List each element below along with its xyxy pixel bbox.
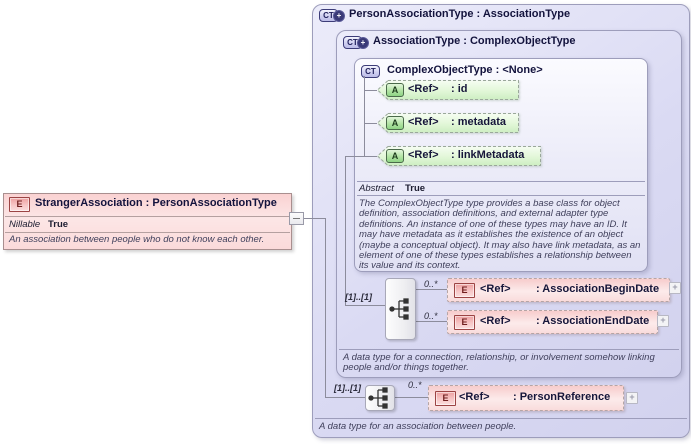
collapse-toggle[interactable] (289, 212, 304, 225)
element-icon: E (435, 391, 456, 406)
abstract-label: Abstract (359, 183, 394, 194)
element-ref-association-begin-date[interactable]: E <Ref> : AssociationBeginDate (447, 278, 670, 302)
element-name: : AssociationBeginDate (536, 283, 660, 295)
divider (5, 232, 290, 233)
nillable-label: Nillable (9, 219, 41, 230)
attribute-icon: A (386, 116, 404, 130)
attribute-name: : metadata (451, 116, 507, 128)
multiplicity-label: [1]..[1] (334, 383, 361, 393)
sequence-glyph-icon (368, 387, 388, 409)
ct-plus-icon: CT + (319, 9, 345, 22)
expand-button[interactable]: + (657, 315, 669, 327)
element-icon: E (9, 197, 30, 212)
expand-button[interactable]: + (626, 392, 638, 404)
element-icon: E (454, 315, 475, 330)
ct-icon-label: CT (323, 11, 334, 20)
sequence-icon[interactable] (385, 278, 416, 340)
stranger-association-title: StrangerAssociation : PersonAssociationT… (35, 197, 277, 209)
attribute-icon: A (386, 149, 404, 163)
attribute-ref: <Ref> (408, 83, 439, 95)
element-name: : AssociationEndDate (536, 315, 650, 327)
attribute-ref: <Ref> (408, 116, 439, 128)
attribute-ref: <Ref> (408, 149, 439, 161)
attribute-shape (377, 113, 519, 133)
cot-annotation: The ComplexObjectType type provides a ba… (359, 198, 641, 272)
nillable-value: True (48, 219, 69, 230)
plus-circle-icon: + (333, 10, 345, 22)
divider (5, 216, 290, 217)
divider (315, 418, 687, 419)
assoc-box-annotation: A data type for a connection, relationsh… (343, 352, 655, 374)
attribute-ref-metadata[interactable]: A <Ref> : metadata (377, 113, 519, 133)
attribute-name: : linkMetadata (451, 149, 525, 161)
element-ref-association-end-date[interactable]: E <Ref> : AssociationEndDate (447, 310, 658, 334)
abstract-value: True (405, 183, 426, 194)
minus-icon (293, 218, 300, 219)
divider (357, 195, 645, 196)
attribute-icon: A (386, 83, 404, 97)
ct-icon: CT (361, 65, 380, 78)
attribute-name: : id (451, 83, 468, 95)
divider (339, 349, 679, 350)
divider (357, 181, 645, 182)
assoc-box-title: AssociationType : ComplexObjectType (373, 35, 576, 47)
element-ref: <Ref> (480, 283, 511, 295)
occurs-label: 0..* (424, 279, 438, 289)
ct-icon-label: CT (365, 67, 376, 76)
element-icon: E (454, 283, 475, 298)
occurs-label: 0..* (408, 380, 422, 390)
outer-box-annotation: A data type for an association between p… (319, 421, 517, 432)
element-ref: <Ref> (480, 315, 511, 327)
cot-box-title: ComplexObjectType : <None> (387, 64, 543, 76)
attribute-shape (377, 146, 541, 166)
attribute-ref-id[interactable]: A <Ref> : id (377, 80, 519, 100)
stranger-association-box[interactable]: E StrangerAssociation : PersonAssociatio… (3, 193, 292, 250)
stranger-association-annotation: An association between people who do not… (9, 234, 265, 245)
element-name: : PersonReference (513, 391, 611, 403)
element-ref-person-reference[interactable]: E <Ref> : PersonReference (428, 385, 624, 411)
sequence-icon[interactable] (365, 385, 395, 411)
attribute-ref-link-metadata[interactable]: A <Ref> : linkMetadata (377, 146, 541, 166)
sequence-glyph-icon (389, 298, 409, 320)
attribute-shape (377, 80, 519, 100)
multiplicity-label: [1]..[1] (345, 292, 372, 302)
ct-plus-icon: CT + (343, 36, 369, 49)
occurs-label: 0..* (424, 311, 438, 321)
outer-box-title: PersonAssociationType : AssociationType (349, 8, 571, 20)
ct-icon-label: CT (347, 38, 358, 47)
plus-circle-icon: + (357, 37, 369, 49)
element-ref: <Ref> (459, 391, 490, 403)
expand-button[interactable]: + (669, 282, 681, 294)
